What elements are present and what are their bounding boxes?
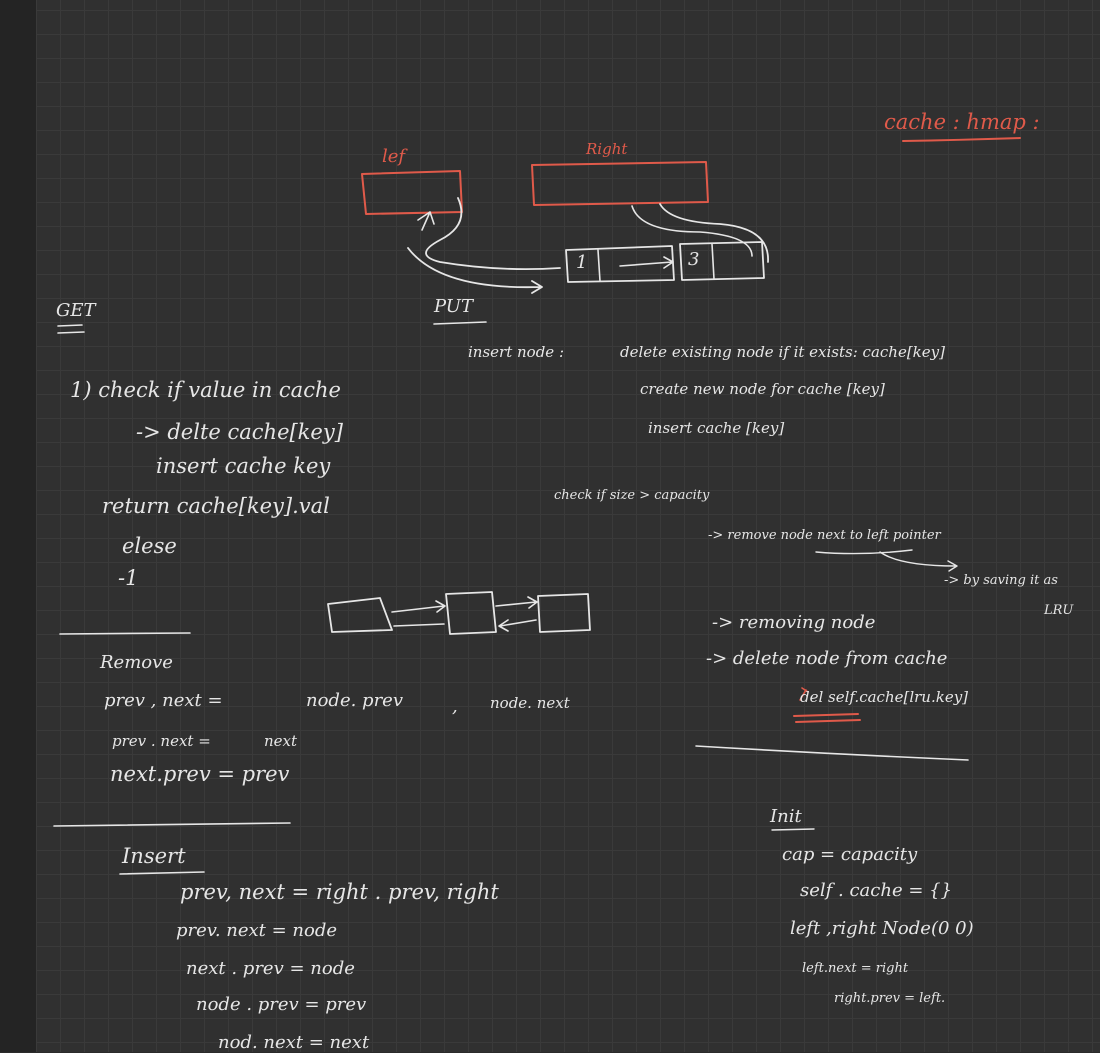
node-b-value: 3 (688, 249, 700, 270)
right-pointer-label: Right (586, 140, 628, 158)
remove-line1-mid: node. prev (306, 690, 403, 711)
insert-line3: next . prev = node (186, 958, 355, 979)
insert-line4: node . prev = prev (196, 994, 367, 1015)
get-step-delete: -> delte cache[key] (136, 420, 343, 444)
insert-line5: nod. next = next (218, 1032, 370, 1053)
cache-hmap-label: cache : hmap : (884, 110, 1040, 134)
put-lru: LRU (1044, 603, 1074, 618)
put-del-statement: del self.cache[lru.key] (800, 688, 969, 706)
put-by-saving: -> by saving it as (944, 573, 1058, 588)
get-heading: GET (56, 300, 96, 321)
insert-heading: Insert (122, 844, 186, 868)
put-delete-from-cache: -> delete node from cache (706, 648, 948, 669)
init-line4: left.next = right (802, 961, 909, 976)
put-heading: PUT (434, 296, 473, 317)
put-delete-existing: delete existing node if it exists: cache… (620, 343, 945, 361)
insert-line1: prev, next = right . prev, right (180, 880, 499, 904)
get-step-minus-one: -1 (118, 566, 139, 590)
remove-line3: next.prev = prev (110, 762, 290, 786)
init-line3: left ,right Node(0 0) (790, 918, 974, 939)
remove-line2-right: next (264, 732, 298, 750)
put-insert-cache: insert cache [key] (648, 419, 785, 437)
init-line5: right.prev = left. (834, 991, 946, 1006)
init-line2: self . cache = {} (800, 880, 953, 901)
get-step-check: 1) check if value in cache (70, 378, 341, 402)
insert-line2: prev. next = node (176, 920, 338, 941)
remove-line1-right: node. next (490, 694, 570, 712)
get-step-else: elese (122, 534, 177, 558)
init-heading: Init (770, 806, 802, 827)
init-line1: cap = capacity (782, 844, 918, 865)
get-step-return: return cache[key].val (102, 494, 330, 518)
remove-heading: Remove (100, 652, 173, 673)
get-step-insert: insert cache key (156, 454, 331, 478)
remove-line2-left: prev . next = (112, 732, 211, 750)
put-removing-node: -> removing node (712, 612, 876, 633)
left-pointer-label: lef (382, 146, 406, 167)
put-create-new: create new node for cache [key] (640, 380, 885, 398)
left-sidebar-strip (0, 0, 36, 1052)
remove-line1-comma: , (452, 696, 458, 717)
put-check-size: check if size > capacity (554, 488, 710, 503)
node-a-value: 1 (576, 252, 588, 273)
put-remove-next: -> remove node next to left pointer (708, 528, 941, 543)
remove-line1-left: prev , next = (104, 690, 223, 711)
put-insert-node: insert node : (468, 343, 564, 361)
